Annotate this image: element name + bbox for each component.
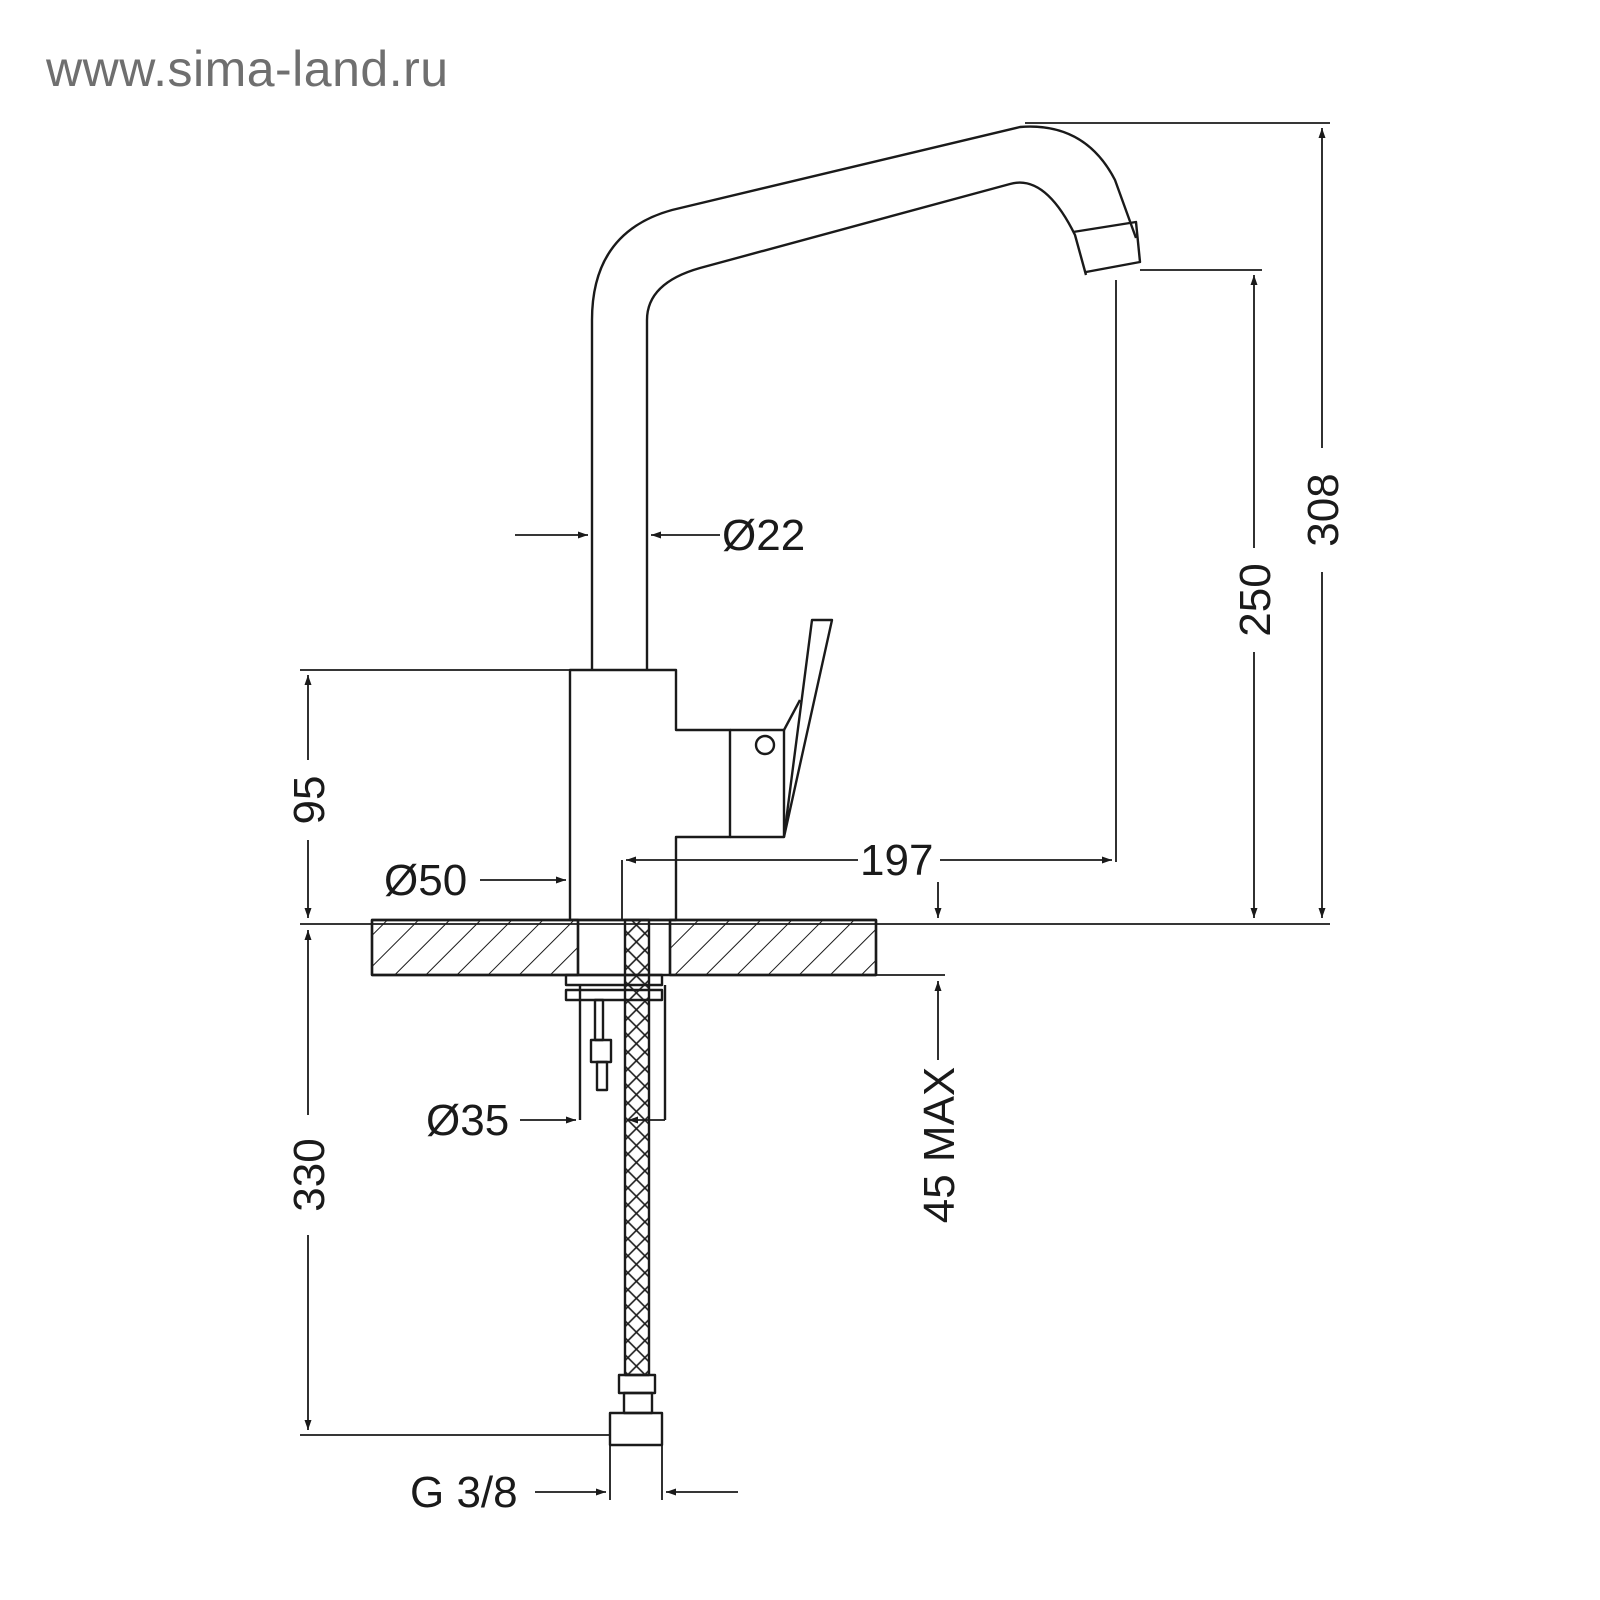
label-d35: Ø35 [426,1096,509,1145]
label-197: 197 [860,836,933,885]
watermark-text: www.sima-land.ru [46,41,449,97]
label-g38: G 3/8 [410,1468,518,1517]
label-250: 250 [1231,563,1280,636]
label-95: 95 [285,776,334,825]
spout [590,125,1142,670]
flexible-hose [608,918,664,1447]
lever-handle [730,618,834,839]
mixer-body [568,668,732,922]
label-308: 308 [1299,473,1348,546]
label-330: 330 [285,1138,334,1211]
label-45-max: 45 MAX [915,1067,964,1224]
label-d22: Ø22 [722,511,805,560]
mounting-shank [564,973,667,1120]
label-d50: Ø50 [384,856,467,905]
